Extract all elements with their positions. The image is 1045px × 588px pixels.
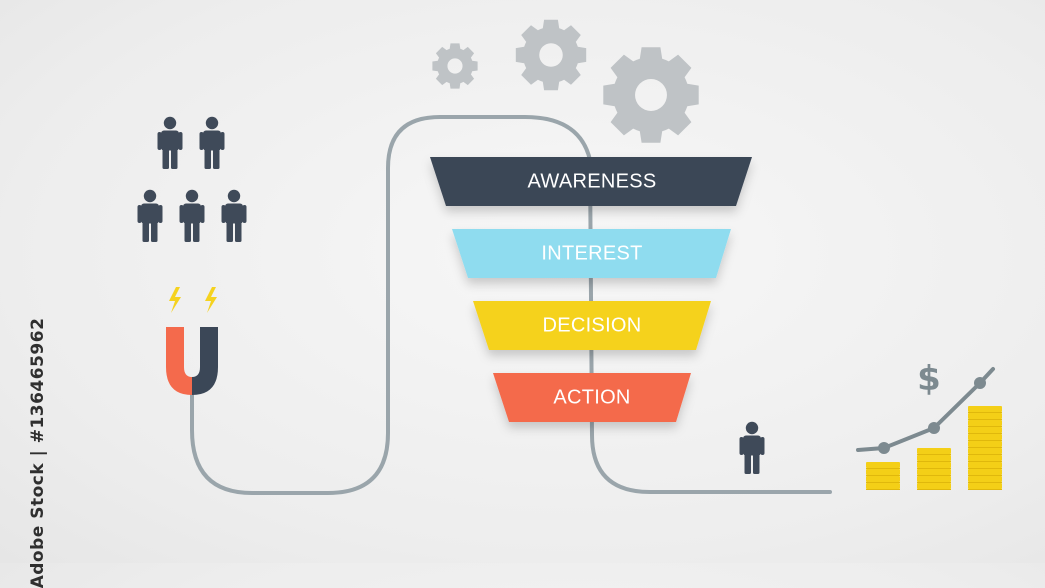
person-icon xyxy=(199,116,225,169)
coin xyxy=(866,476,900,482)
coin-edge xyxy=(968,454,1002,455)
coin-edge xyxy=(968,489,1002,490)
coin-edge xyxy=(968,468,1002,469)
coin xyxy=(917,455,951,461)
person-icon xyxy=(179,189,205,242)
coin-edge xyxy=(968,433,1002,434)
coin xyxy=(917,476,951,482)
funnel-label-decision: DECISION xyxy=(542,314,641,336)
crowd-icon xyxy=(137,116,247,242)
coin xyxy=(917,483,951,489)
funnel-illustration: AWARENESS INTEREST DECISION ACTION xyxy=(137,19,1002,495)
stock-credit: Adobe Stock | #136465962 xyxy=(28,317,48,588)
coin xyxy=(968,441,1002,447)
gear-icon-medium xyxy=(515,19,587,91)
coin xyxy=(968,420,1002,426)
coin xyxy=(917,469,951,475)
coin-edge xyxy=(968,419,1002,420)
growth-point xyxy=(974,377,986,389)
coin-edge xyxy=(968,447,1002,448)
coin-edge xyxy=(917,482,951,483)
funnel-stage-action: ACTION xyxy=(493,373,691,422)
person-icon xyxy=(157,116,183,169)
funnel-label-action: ACTION xyxy=(553,386,630,408)
coin-edge xyxy=(917,489,951,490)
person-icon xyxy=(137,189,163,242)
funnel-band-action xyxy=(493,373,691,422)
coin xyxy=(968,448,1002,454)
coin xyxy=(968,469,1002,475)
coin-edge xyxy=(968,475,1002,476)
coin xyxy=(968,455,1002,461)
coin xyxy=(968,427,1002,433)
coin-edge xyxy=(968,412,1002,413)
coin-edge xyxy=(866,482,900,483)
coin-edge xyxy=(866,468,900,469)
gear-icon-large xyxy=(603,47,699,143)
dollar-icon: $ xyxy=(917,359,941,399)
customer-person-icon xyxy=(739,421,765,474)
coin-stacks xyxy=(866,406,1002,490)
coin-edge xyxy=(968,440,1002,441)
funnel-band-interest xyxy=(452,229,731,278)
funnel-stage-decision: DECISION xyxy=(473,301,711,350)
growth-line xyxy=(856,367,995,454)
funnel-band-decision xyxy=(473,301,711,350)
coin xyxy=(968,483,1002,489)
gear-shape xyxy=(432,43,478,89)
coin-edge xyxy=(917,454,951,455)
lightning-icon xyxy=(169,287,217,313)
coin xyxy=(866,469,900,475)
coin xyxy=(968,413,1002,419)
coin xyxy=(917,448,951,454)
growth-point xyxy=(928,422,940,434)
funnel-stage-awareness: AWARENESS xyxy=(430,157,752,206)
coin xyxy=(866,462,900,468)
gear-icon-small xyxy=(432,43,478,89)
coin xyxy=(968,406,1002,412)
coin xyxy=(917,462,951,468)
coin-edge xyxy=(917,475,951,476)
funnel-stage-interest: INTEREST xyxy=(452,229,731,278)
funnel-label-awareness: AWARENESS xyxy=(527,170,656,192)
coin-edge xyxy=(917,468,951,469)
growth-point xyxy=(878,442,890,454)
person-icon xyxy=(221,189,247,242)
coin-edge xyxy=(866,475,900,476)
gear-shape xyxy=(515,19,587,91)
flow-path xyxy=(190,115,832,495)
coin xyxy=(968,434,1002,440)
coin-edge xyxy=(968,482,1002,483)
funnel-label-interest: INTEREST xyxy=(541,242,642,264)
coin-edge xyxy=(968,461,1002,462)
funnel: AWARENESS INTEREST DECISION ACTION xyxy=(430,157,752,422)
coin xyxy=(968,462,1002,468)
coin xyxy=(968,476,1002,482)
funnel-band-awareness xyxy=(430,157,752,206)
coin-edge xyxy=(866,489,900,490)
coin xyxy=(866,483,900,489)
gear-shape xyxy=(603,47,699,143)
magnet-icon xyxy=(166,327,218,395)
coin-edge xyxy=(968,426,1002,427)
coin-edge xyxy=(917,461,951,462)
